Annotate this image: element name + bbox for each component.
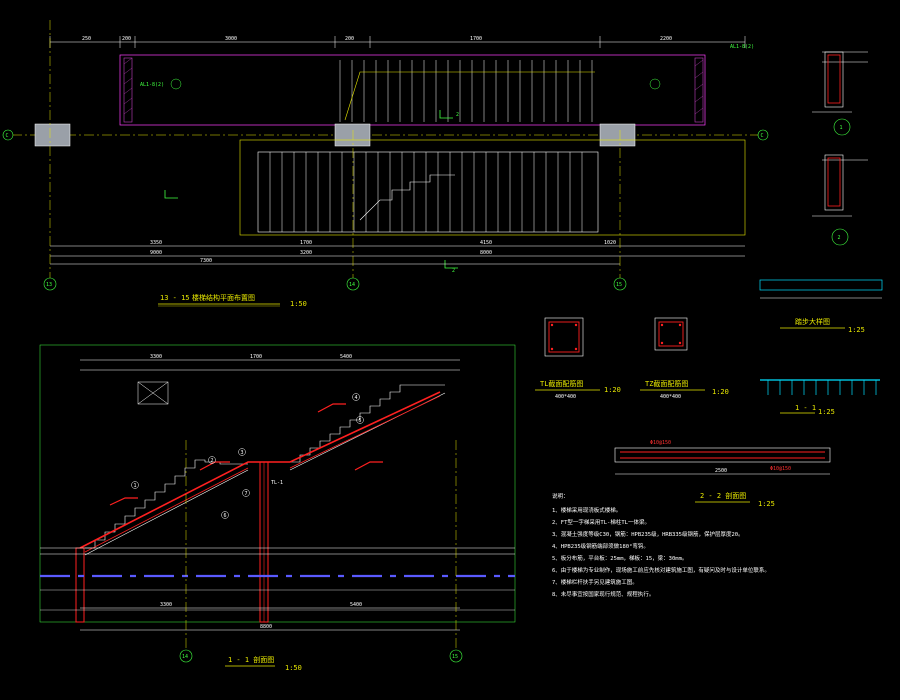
plan-bottom-dim: 4150 [480, 240, 492, 246]
i1-title: 1 - 1 [795, 404, 816, 412]
tl-tz-sections: TL截面配筋图 400*400 1:20 TZ截面配筋图 400*400 1:2… [535, 317, 729, 400]
plan-bottom-dim: 1700 [300, 240, 312, 246]
plan-scale: 1:50 [290, 300, 307, 308]
plan-label-left: AL1-8(2) [140, 82, 164, 88]
tl-scale: 1:20 [604, 386, 621, 394]
plan-label-right: AL1-8(2) [730, 44, 754, 50]
section-2-2-dim: 2500 [715, 468, 727, 474]
plan-bottom-dim: 9000 [150, 250, 162, 256]
note-item: 3、混凝土强度等级C30，钢筋：HPB235级，HRB335级钢筋，保护层厚度2… [552, 530, 744, 538]
section-marker: 2 [211, 458, 214, 464]
detail-2-number: 2 [838, 235, 841, 241]
grid-c-right: C [761, 133, 764, 139]
tz-size: 400*400 [660, 394, 681, 400]
plan-cut-mark: 2 [452, 268, 455, 274]
plan-total-dim: 7300 [200, 258, 212, 264]
plan-bottom-dim: 3200 [300, 250, 312, 256]
section-2-2-scale: 1:25 [758, 500, 775, 508]
section-marker: 1 [134, 483, 137, 489]
note-item: 2、FT型一字梯采用TL-梯柱TL一体梁。 [552, 518, 650, 526]
section-scale: 1:50 [285, 664, 302, 672]
note-item: 8、未尽事宜按国家现行规范、规程执行。 [552, 590, 654, 598]
section-bottom-dim: 5400 [350, 602, 362, 608]
note-item: 5、板分布筋，平台板：25mm，梯板：15，梁：30mm。 [552, 554, 687, 562]
plan-top-dim: 1700 [470, 36, 482, 42]
general-notes: 说明： 1、楼梯采用现浇板式楼梯。 2、FT型一字梯采用TL-梯柱TL一体梁。 … [552, 492, 770, 598]
section-marker: 5 [359, 418, 362, 424]
grid-14-section: 14 [182, 654, 188, 660]
plan-top-dim: 2200 [660, 36, 672, 42]
section-marker: 3 [241, 450, 244, 456]
plan-title-num: 13 - 15 [160, 294, 190, 302]
plan-top-dim: 200 [122, 36, 131, 42]
section-top-dim: 1700 [250, 354, 262, 360]
section-marker: 4 [355, 395, 358, 401]
i1-scale: 1:25 [818, 408, 835, 416]
node-details: 1 2 [812, 51, 868, 246]
tl-size: 400*400 [555, 394, 576, 400]
section-top-dim: 3300 [150, 354, 162, 360]
tread-title: 踏步大样图 [795, 317, 830, 326]
grid-15-section: 15 [452, 654, 458, 660]
section-1-1: 3300 1700 5400 1 2 3 4 5 6 7 TL- [39, 344, 516, 672]
section-title: 1 - 1 剖面图 [228, 655, 274, 664]
plan-top-dim: 250 [82, 36, 91, 42]
note-item: 1、楼梯采用现浇板式楼梯。 [552, 506, 621, 514]
section-2-2-title: 2 - 2 剖面图 [700, 491, 746, 500]
grid-15: 15 [616, 282, 622, 288]
notes-heading: 说明： [552, 492, 569, 500]
note-item: 6、由于楼梯为专业制作，现场施工前应先核对建筑施工图，有疑问及时与设计单位联系。 [552, 566, 770, 574]
section-bottom-dim: 3300 [160, 602, 172, 608]
plan-bottom-dim: 1020 [604, 240, 616, 246]
grid-13: 13 [46, 282, 52, 288]
plan-bottom-dim: 8000 [480, 250, 492, 256]
rebar-top: Φ10@150 [650, 440, 671, 446]
stair-plan: 250 200 3000 200 1700 2200 [2, 20, 769, 308]
tl-title: TL截面配筋图 [540, 379, 583, 388]
section-top-dim: 5400 [340, 354, 352, 360]
section-bottom-total: 8800 [260, 624, 272, 630]
tz-title: TZ截面配筋图 [645, 379, 688, 388]
section-marker: 7 [245, 491, 248, 497]
plan-bottom-dim: 3350 [150, 240, 162, 246]
grid-c-left: C [6, 133, 9, 139]
plan-top-dim: 200 [345, 36, 354, 42]
section-2-2: Φ10@150 Φ10@150 2500 2 - 2 剖面图 1:25 [614, 440, 831, 508]
plan-title: 楼梯结构平面布置图 [192, 293, 255, 302]
rebar-bottom: Φ10@150 [770, 466, 791, 472]
tread-scale: 1:25 [848, 326, 865, 334]
section-tl-label: TL-1 [271, 480, 283, 486]
note-item: 4、HPB235级钢筋端部须做180°弯钩。 [552, 542, 649, 550]
detail-1-number: 1 [840, 125, 843, 131]
section-marker: 6 [224, 513, 227, 519]
grid-14: 14 [349, 282, 355, 288]
note-item: 7、楼梯栏杆扶手另见建筑施工图。 [552, 578, 638, 586]
plan-cut-mark: 2 [456, 112, 459, 118]
plan-top-dim: 3000 [225, 36, 237, 42]
tread-detail: 踏步大样图 1:25 1 - 1 1:25 [759, 279, 883, 416]
tz-scale: 1:20 [712, 388, 729, 396]
